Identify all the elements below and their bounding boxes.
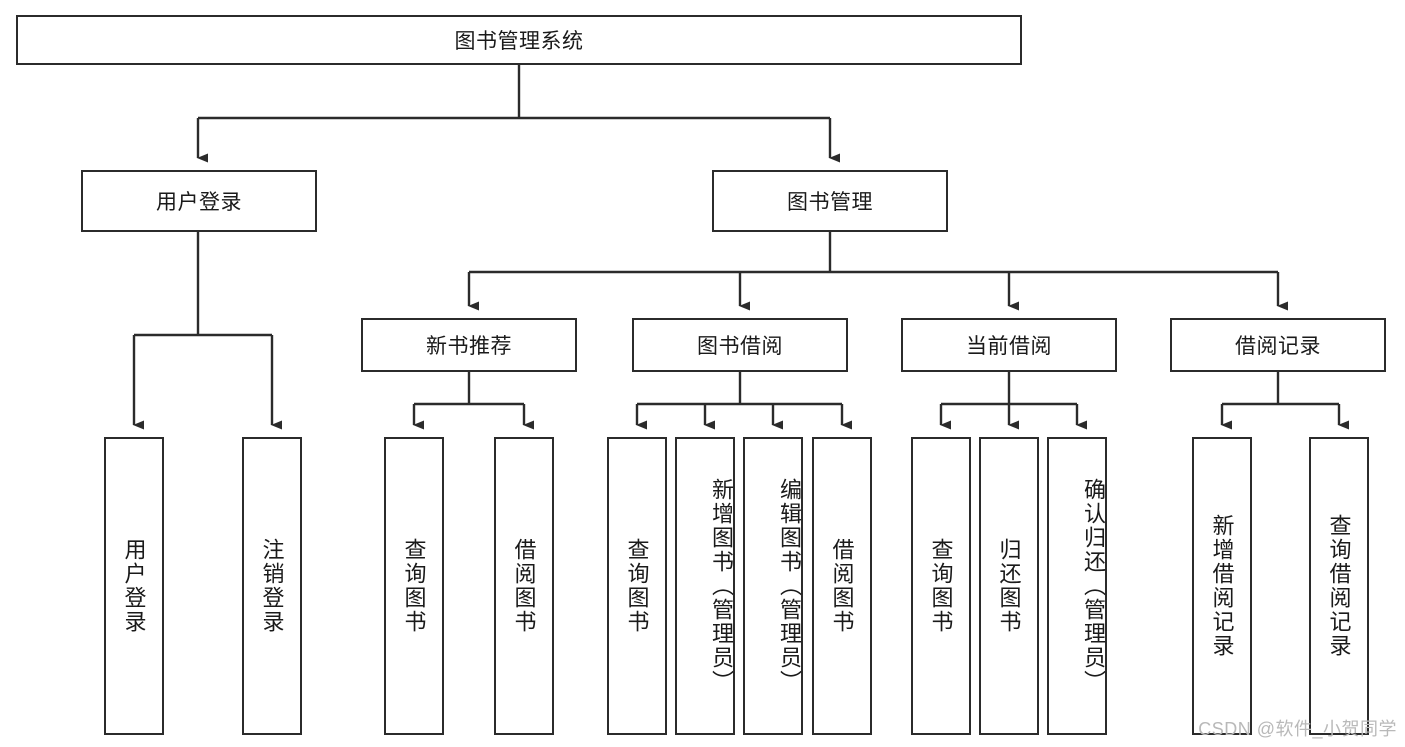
node-leaf-query-book-borrow[interactable]: 查询图书 (607, 437, 667, 735)
node-leaf-borrow-book-recommend[interactable]: 借阅图书 (494, 437, 554, 735)
node-label: 新增图书（管理员） (709, 478, 734, 694)
watermark-text: CSDN @软件_小贺同学 (1198, 719, 1397, 739)
node-label: 编辑图书（管理员） (777, 478, 802, 694)
node-label: 图书管理系统 (454, 30, 584, 53)
node-leaf-user-logout[interactable]: 注销登录 (242, 437, 302, 735)
node-label: 注销登录 (259, 538, 285, 634)
node-current-borrow[interactable]: 当前借阅 (901, 318, 1117, 372)
node-label: 查询图书 (401, 538, 427, 634)
node-label: 查询图书 (928, 538, 954, 634)
node-leaf-borrow-book[interactable]: 借阅图书 (812, 437, 872, 735)
node-label: 用户登录 (121, 538, 147, 634)
node-label: 图书管理 (787, 191, 873, 214)
node-label: 借阅图书 (829, 538, 855, 634)
node-label: 确认归还（管理员） (1081, 478, 1106, 694)
node-label: 新增借阅记录 (1209, 514, 1235, 658)
node-book-management[interactable]: 图书管理 (712, 170, 948, 232)
node-leaf-return-book[interactable]: 归还图书 (979, 437, 1039, 735)
node-leaf-edit-book-admin[interactable]: 编辑图书（管理员） (743, 437, 803, 735)
node-new-book-recommend[interactable]: 新书推荐 (361, 318, 577, 372)
node-label: 归还图书 (996, 538, 1022, 634)
node-book-borrow[interactable]: 图书借阅 (632, 318, 848, 372)
node-leaf-query-book-current[interactable]: 查询图书 (911, 437, 971, 735)
node-leaf-confirm-return-admin[interactable]: 确认归还（管理员） (1047, 437, 1107, 735)
node-borrow-records[interactable]: 借阅记录 (1170, 318, 1386, 372)
node-label: 借阅记录 (1235, 335, 1321, 358)
node-leaf-add-book-admin[interactable]: 新增图书（管理员） (675, 437, 735, 735)
node-leaf-user-login[interactable]: 用户登录 (104, 437, 164, 735)
node-label: 借阅图书 (511, 538, 537, 634)
node-leaf-query-book-recommend[interactable]: 查询图书 (384, 437, 444, 735)
node-label: 当前借阅 (966, 335, 1052, 358)
node-user-login[interactable]: 用户登录 (81, 170, 317, 232)
node-label: 新书推荐 (426, 335, 512, 358)
node-label: 用户登录 (156, 191, 242, 214)
node-label: 图书借阅 (697, 335, 783, 358)
node-label: 查询图书 (624, 538, 650, 634)
node-leaf-query-borrow-record[interactable]: 查询借阅记录 (1309, 437, 1369, 735)
node-leaf-add-borrow-record[interactable]: 新增借阅记录 (1192, 437, 1252, 735)
node-root-system[interactable]: 图书管理系统 (16, 15, 1022, 65)
node-label: 查询借阅记录 (1326, 514, 1352, 658)
